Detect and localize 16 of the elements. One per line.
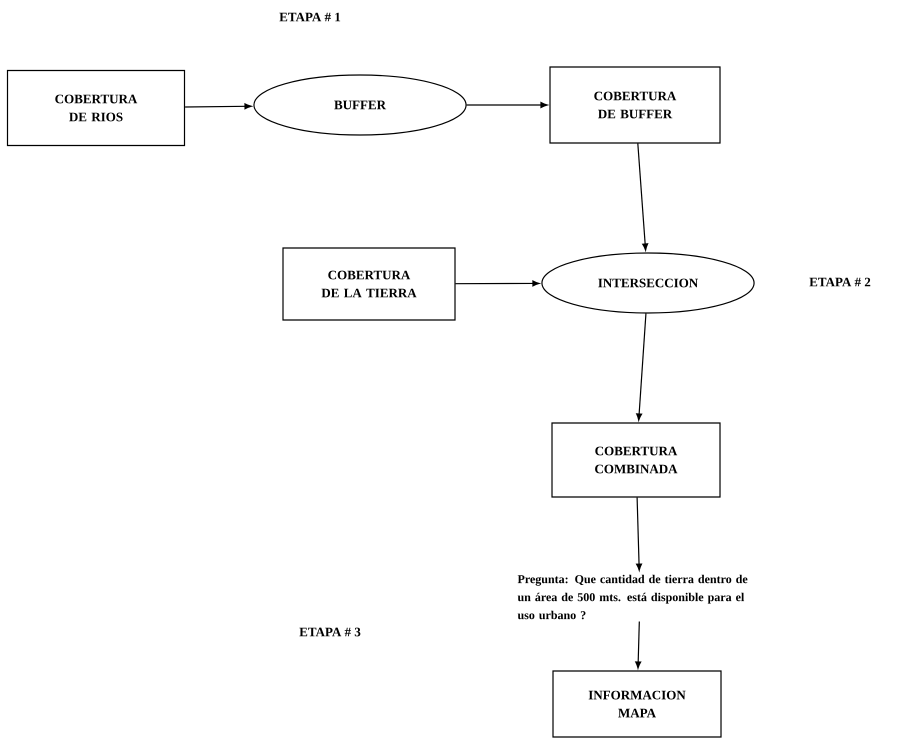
process-box: COBERTURA DE LA TIERRA <box>282 247 456 321</box>
process-box: COBERTURA COMBINADA <box>551 422 721 498</box>
process-box: INFORMACION MAPA <box>552 670 722 738</box>
arrow <box>456 280 540 286</box>
arrow <box>636 498 642 571</box>
arrow <box>185 103 252 110</box>
stage-label: ETAPA # 1 <box>279 12 340 22</box>
arrow <box>635 621 642 669</box>
question-text: Pregunta: Que cantidad de tierra dentro de un área de 500 mts. está disponible para el uso urbano ? <box>518 574 748 620</box>
process-box: COBERTURA DE BUFFER <box>549 66 721 144</box>
arrow <box>637 144 648 251</box>
stage-label: ETAPA # 3 <box>299 628 360 636</box>
stage-label: ETAPA # 2 <box>809 278 870 286</box>
arrow <box>636 314 647 421</box>
arrow <box>466 102 548 108</box>
process-box: COBERTURA DE RIOS <box>6 70 186 146</box>
